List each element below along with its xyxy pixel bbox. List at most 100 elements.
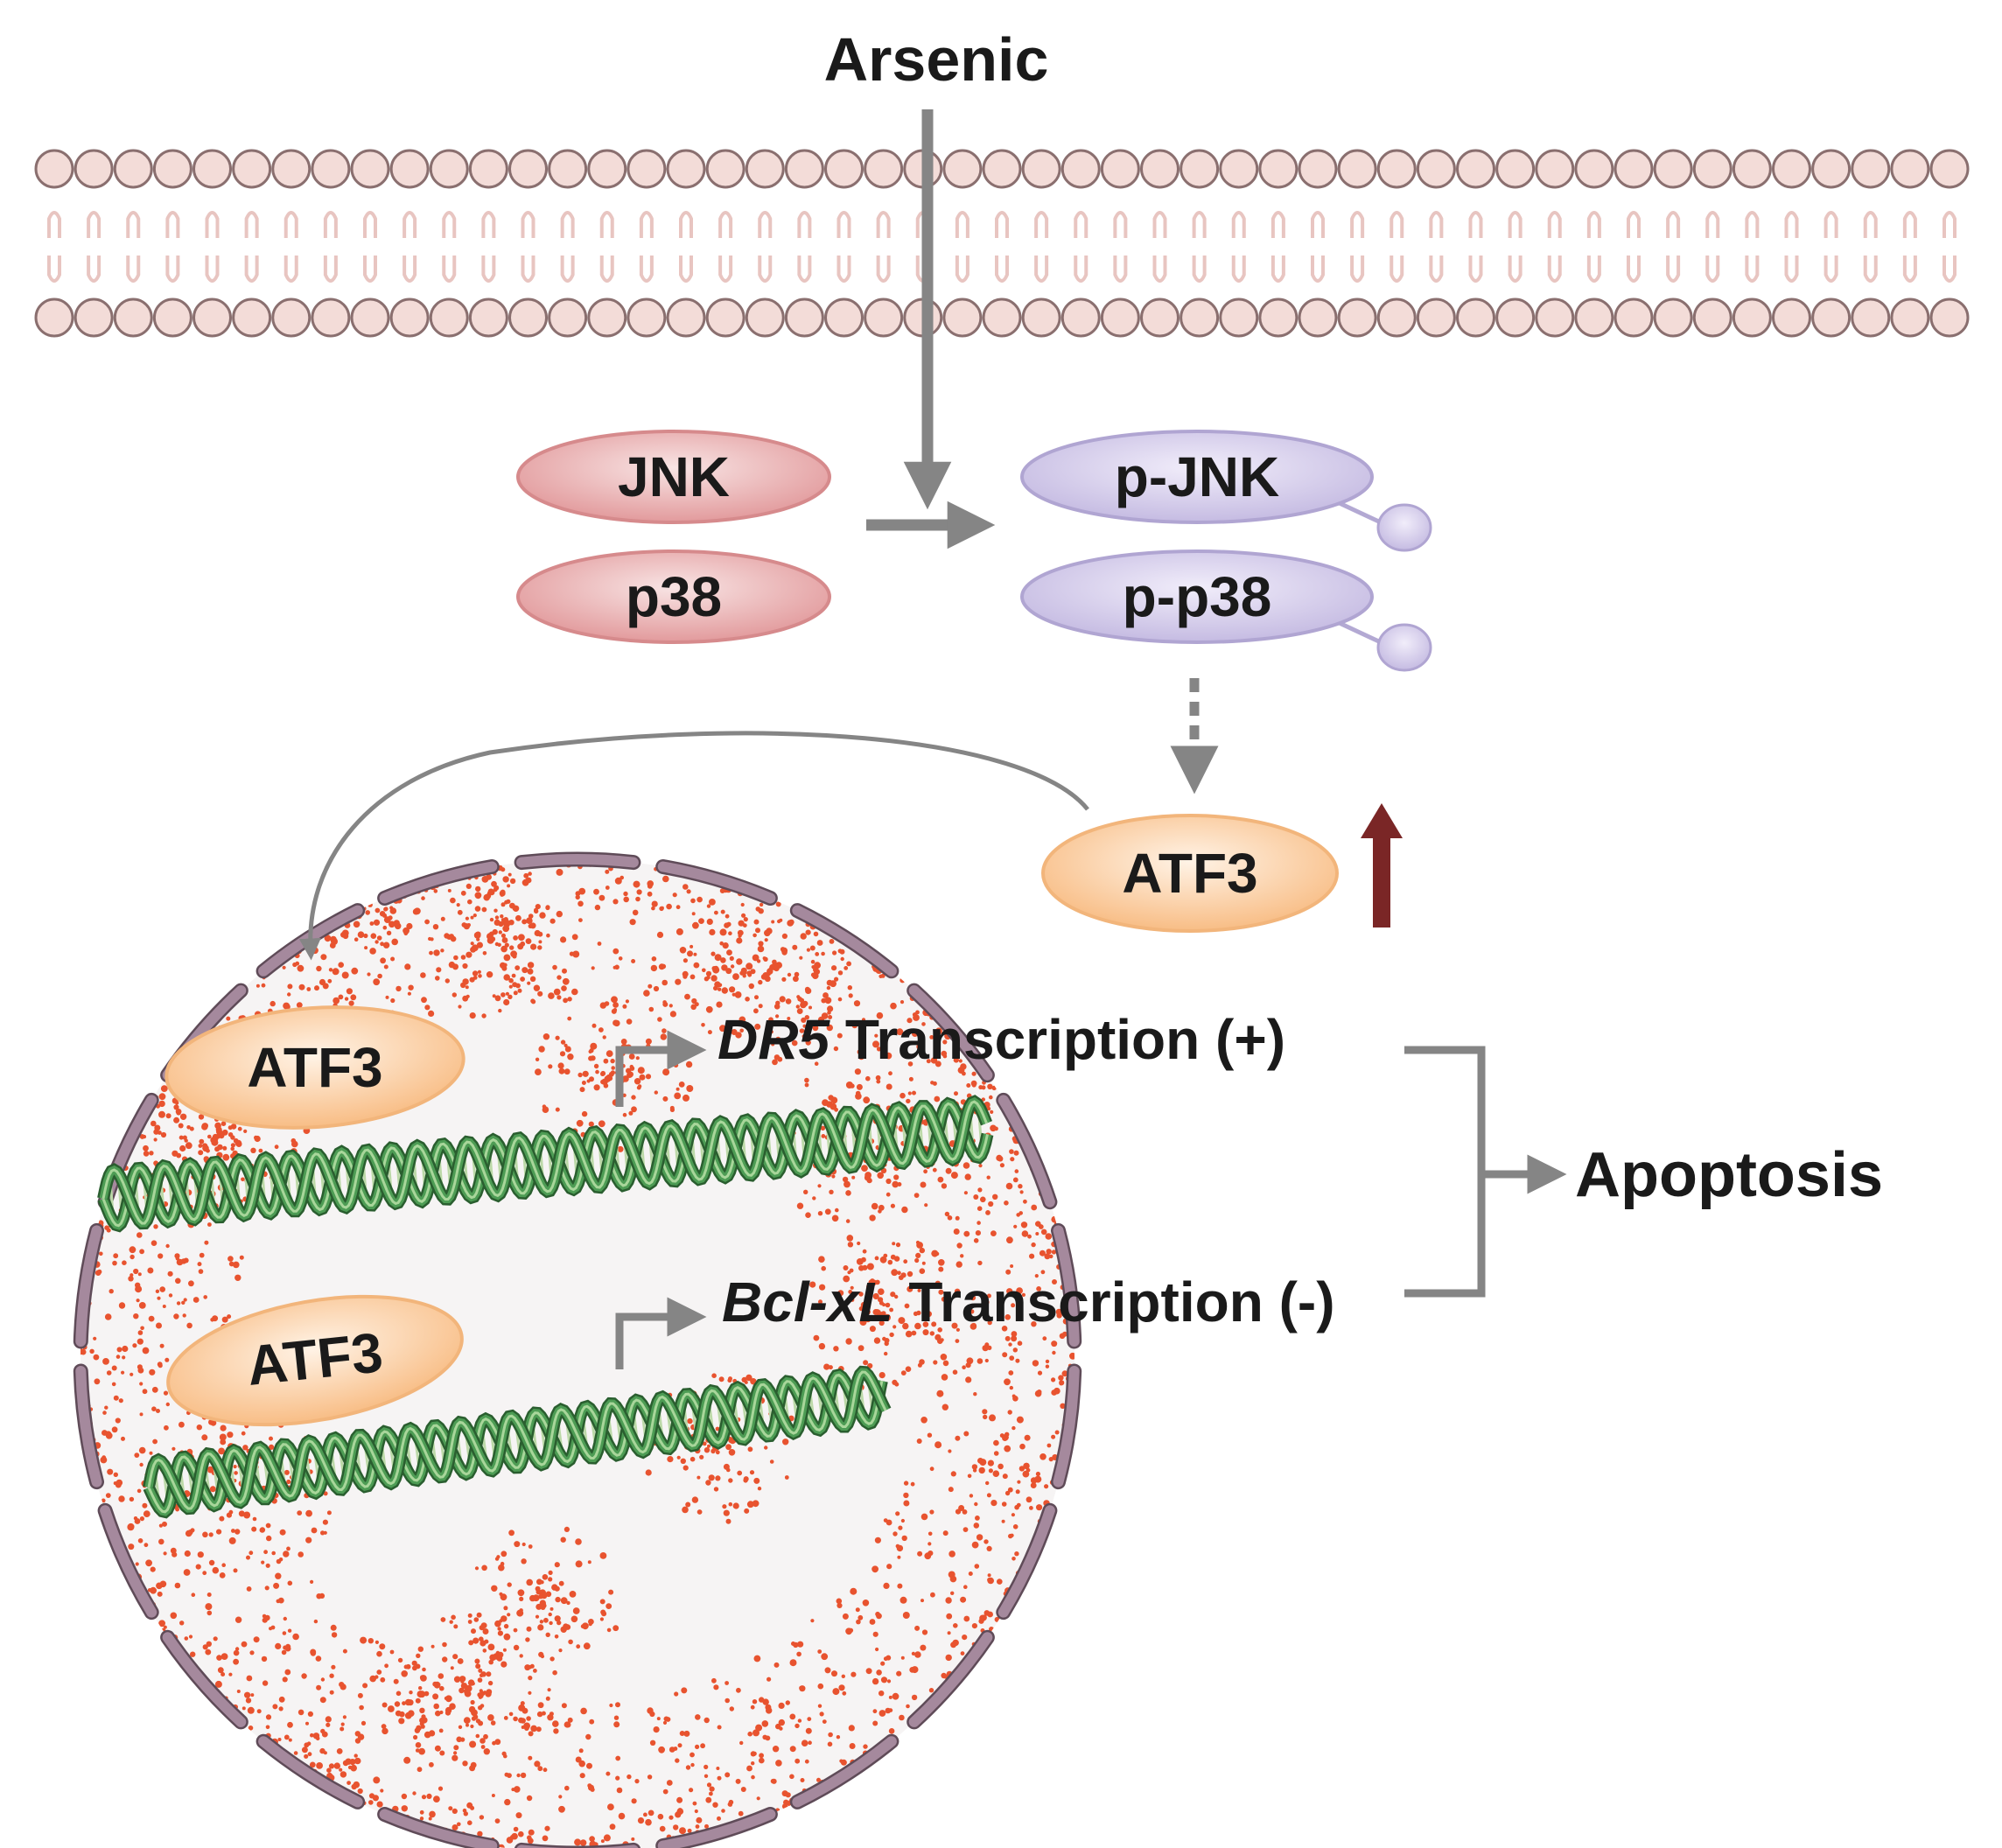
chromatin-dot [874, 1536, 882, 1544]
chromatin-dot [682, 958, 689, 963]
chromatin-dot [130, 1254, 135, 1260]
chromatin-dot [357, 1788, 363, 1795]
chromatin-dot [536, 1726, 542, 1732]
chromatin-dot [361, 873, 367, 879]
chromatin-dot [880, 973, 886, 978]
chromatin-dot [948, 1487, 954, 1493]
chromatin-dot [833, 1046, 839, 1052]
chromatin-dot [458, 1004, 462, 1009]
chromatin-dot [826, 985, 831, 990]
chromatin-dot [990, 1230, 997, 1236]
chromatin-dot [705, 1796, 712, 1803]
chromatin-dot [1045, 1364, 1050, 1368]
chromatin-dot [230, 1135, 235, 1140]
chromatin-dot [324, 934, 332, 942]
chromatin-dot [382, 925, 388, 930]
chromatin-dot [736, 1687, 741, 1693]
chromatin-dot [565, 1722, 571, 1728]
chromatin-dot [686, 1085, 694, 1092]
chromatin-dot [231, 1529, 235, 1533]
chromatin-dot [249, 1650, 255, 1656]
chromatin-dot [360, 828, 365, 833]
chromatin-dot [333, 1762, 340, 1769]
chromatin-dot [758, 941, 764, 947]
chromatin-dot [144, 1543, 149, 1548]
chromatin-dot [277, 1738, 282, 1741]
chromatin-dot [810, 972, 816, 977]
chromatin-dot [666, 1780, 673, 1786]
chromatin-dot [872, 1040, 879, 1048]
chromatin-dot [380, 1788, 384, 1793]
chromatin-dot [917, 1288, 921, 1292]
chromatin-dot [720, 909, 725, 914]
chromatin-dot [474, 906, 481, 912]
chromatin-dot [221, 1563, 226, 1567]
lipid-tail [718, 211, 733, 238]
chromatin-dot [759, 902, 764, 907]
chromatin-dot [707, 1444, 710, 1448]
lipid-head [1140, 149, 1180, 189]
chromatin-dot [816, 940, 823, 946]
chromatin-dot [312, 1732, 320, 1740]
chromatin-dot [525, 938, 532, 944]
chromatin-dot [978, 1164, 983, 1168]
chromatin-dot [1001, 1519, 1005, 1523]
chromatin-dot [149, 1451, 153, 1455]
chromatin-dot [550, 1606, 554, 1611]
chromatin-dot [381, 1724, 387, 1729]
chromatin-dot [947, 1631, 951, 1635]
lipid-tail [1784, 256, 1799, 283]
chromatin-dot [111, 1426, 118, 1433]
chromatin-dot [301, 1673, 307, 1679]
chromatin-dot [365, 910, 371, 915]
chromatin-dot [611, 996, 618, 1004]
chromatin-dot [998, 1463, 1004, 1470]
chromatin-dot [339, 1682, 345, 1688]
chromatin-dot [479, 1673, 484, 1677]
chromatin-dot [912, 1012, 918, 1018]
chromatin-dot [528, 914, 534, 919]
chromatin-dot [570, 1615, 578, 1623]
chromatin-dot [829, 939, 835, 944]
chromatin-dot [907, 1061, 914, 1067]
chromatin-dot [592, 1023, 597, 1028]
lipid-tail [1034, 211, 1049, 238]
chromatin-dot [861, 1165, 868, 1172]
chromatin-dot [366, 888, 373, 895]
chromatin-dot [164, 1424, 169, 1431]
chromatin-dot [779, 996, 786, 1003]
chromatin-dot [1004, 1335, 1011, 1341]
chromatin-dot [900, 1272, 906, 1278]
chromatin-dot [606, 1628, 612, 1633]
chromatin-dot [378, 882, 384, 889]
chromatin-dot [885, 1302, 891, 1308]
chromatin-dot [832, 1688, 840, 1696]
chromatin-dot [407, 991, 411, 996]
chromatin-dot [869, 1326, 876, 1333]
chromatin-dot [501, 937, 508, 943]
lipid-head [1021, 298, 1061, 338]
chromatin-dot [466, 923, 472, 928]
chromatin-dot [855, 1090, 861, 1096]
chromatin-dot [220, 1121, 227, 1126]
chromatin-dot [706, 975, 710, 980]
chromatin-dot [370, 854, 375, 859]
chromatin-dot [382, 942, 390, 948]
chromatin-dot [508, 920, 514, 926]
lipid-head [350, 149, 390, 189]
chromatin-dot [370, 867, 375, 872]
chromatin-dot [1040, 1228, 1047, 1236]
chromatin-dot [311, 1527, 318, 1534]
chromatin-dot [883, 1582, 890, 1589]
chromatin-dot [725, 1444, 732, 1451]
chromatin-dot [716, 1001, 723, 1008]
chromatin-dot [998, 1299, 1002, 1304]
lipid-tail [758, 211, 773, 238]
chromatin-dot [651, 900, 658, 907]
chromatin-dot [503, 962, 508, 968]
chromatin-dot [501, 1751, 507, 1756]
chromatin-dot [897, 1555, 901, 1559]
chromatin-dot [676, 905, 681, 910]
chromatin-dot [305, 1721, 309, 1726]
chromatin-dot [507, 884, 511, 888]
